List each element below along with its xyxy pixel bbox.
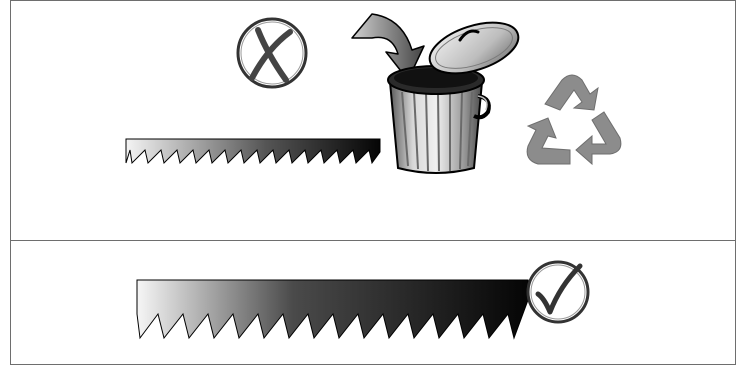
recycle-icon [527, 75, 621, 164]
worn-saw-blade [126, 139, 380, 163]
check-mark-icon [528, 262, 588, 322]
full-saw-blade [137, 280, 528, 338]
trash-can-icon [388, 13, 525, 173]
cross-mark-icon [238, 19, 306, 87]
